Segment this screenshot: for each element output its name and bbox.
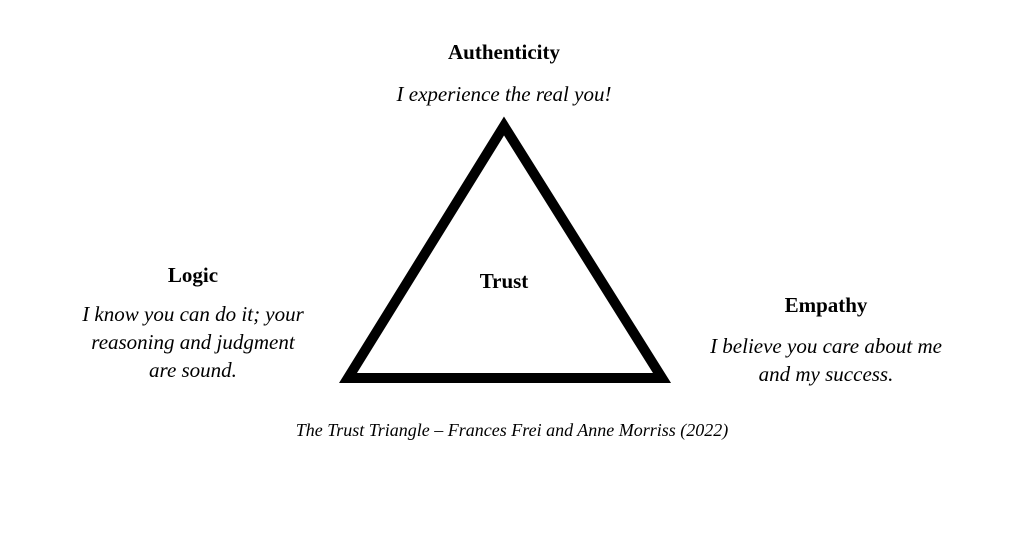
vertex-right-empathy: Empathy I believe you care about me and … [686,293,966,388]
vertex-top-authenticity: Authenticity I experience the real you! [354,40,654,108]
vertex-left-logic: Logic I know you can do it; your reasoni… [53,263,333,384]
center-label-trust: Trust [480,269,529,293]
logic-line: I know you can do it; your [82,302,304,326]
logic-line: are sound. [149,358,237,382]
logic-description: I know you can do it; your reasoning and… [53,300,333,384]
empathy-line: I believe you care about me [710,334,942,358]
logic-title: Logic [167,263,219,287]
empathy-line: and my success. [758,362,894,386]
authenticity-description: I experience the real you! [354,80,654,108]
empathy-description: I believe you care about me and my succe… [686,332,966,388]
logic-line: reasoning and judgment [91,330,295,354]
empathy-title: Empathy [784,293,868,317]
trust-triangle-shape [339,116,672,383]
diagram-caption: The Trust Triangle – Frances Frei and An… [295,420,729,440]
authenticity-line: I experience the real you! [396,82,612,106]
authenticity-title: Authenticity [448,40,560,64]
